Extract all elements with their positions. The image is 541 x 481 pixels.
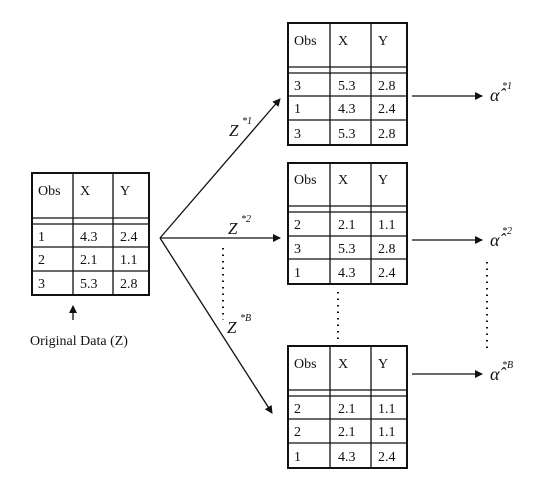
alpha-hat-b-label: α̂ *B — [490, 360, 513, 384]
table-cell: 1.1 — [378, 425, 396, 440]
svg-text:*2: *2 — [241, 214, 251, 225]
table-cell: 4.3 — [338, 102, 356, 117]
table-cell: 2.1 — [80, 253, 98, 268]
header-y: Y — [378, 34, 388, 49]
table-cell: 2.8 — [120, 277, 138, 292]
svg-text:Z: Z — [228, 219, 238, 238]
svg-text:*2: *2 — [502, 226, 512, 237]
table-cell: 2.1 — [338, 425, 356, 440]
svg-text:*1: *1 — [502, 81, 512, 92]
header-x: X — [338, 34, 348, 49]
table-cell: 2 — [38, 253, 45, 268]
table-cell: 3 — [38, 277, 45, 292]
z-star-b-label: Z *B — [227, 313, 251, 337]
table-cell: 1 — [38, 230, 45, 245]
header-x: X — [80, 184, 90, 199]
table-cell: 4.3 — [338, 450, 356, 465]
table-cell: 1 — [294, 450, 301, 465]
svg-text:Z: Z — [229, 121, 239, 140]
table-cell: 1.1 — [120, 253, 138, 268]
table-cell: 2.4 — [378, 102, 396, 117]
table-cell: 2.4 — [120, 230, 138, 245]
table-cell: 1.1 — [378, 402, 396, 417]
table-cell: 2.8 — [378, 242, 396, 257]
bootstrap-table-1: Obs X Y 3 5.3 2.8 1 4.3 2.4 3 5.3 2.8 — [287, 22, 408, 146]
table-cell: 4.3 — [338, 266, 356, 281]
z-star-2-label: Z *2 — [228, 214, 251, 238]
table-cell: 3 — [294, 242, 301, 257]
table-cell: 5.3 — [80, 277, 98, 292]
alpha-hat-1-label: α̂ *1 — [490, 81, 512, 105]
header-y: Y — [120, 184, 130, 199]
original-data-label: Original Data (Z) — [30, 334, 128, 349]
header-y: Y — [378, 173, 388, 188]
header-y: Y — [378, 357, 388, 372]
header-obs: Obs — [294, 173, 317, 188]
bootstrap-table-2: Obs X Y 2 2.1 1.1 3 5.3 2.8 1 4.3 2.4 — [287, 162, 408, 285]
table-cell: 2.8 — [378, 79, 396, 94]
table-cell: 2.4 — [378, 450, 396, 465]
svg-text:*1: *1 — [242, 116, 252, 127]
svg-text:*B: *B — [240, 313, 251, 324]
header-obs: Obs — [38, 184, 61, 199]
table-cell: 1 — [294, 102, 301, 117]
header-obs: Obs — [294, 357, 317, 372]
table-cell: 2 — [294, 402, 301, 417]
table-cell: 2 — [294, 218, 301, 233]
svg-text:Z: Z — [227, 318, 237, 337]
table-cell: 3 — [294, 127, 301, 142]
table-cell: 1.1 — [378, 218, 396, 233]
original-data-table: Obs X Y 1 4.3 2.4 2 2.1 1.1 3 5.3 2.8 — [31, 172, 150, 296]
header-x: X — [338, 357, 348, 372]
table-cell: 4.3 — [80, 230, 98, 245]
table-cell: 3 — [294, 79, 301, 94]
table-cell: 5.3 — [338, 242, 356, 257]
table-cell: 2 — [294, 425, 301, 440]
bootstrap-table-b: Obs X Y 2 2.1 1.1 2 2.1 1.1 1 4.3 2.4 — [287, 345, 408, 469]
header-obs: Obs — [294, 34, 317, 49]
table-cell: 2.8 — [378, 127, 396, 142]
table-cell: 2.1 — [338, 218, 356, 233]
arrow-to-sample-1 — [159, 98, 281, 239]
resample-arrows — [159, 98, 281, 414]
arrow-to-sample-b — [159, 237, 273, 414]
table-cell: 2.1 — [338, 402, 356, 417]
table-cell: 1 — [294, 266, 301, 281]
svg-text:*B: *B — [502, 360, 513, 371]
alpha-hat-2-label: α̂ *2 — [490, 226, 512, 250]
z-star-1-label: Z *1 — [229, 116, 252, 140]
header-x: X — [338, 173, 348, 188]
table-cell: 5.3 — [338, 127, 356, 142]
table-cell: 5.3 — [338, 79, 356, 94]
table-cell: 2.4 — [378, 266, 396, 281]
